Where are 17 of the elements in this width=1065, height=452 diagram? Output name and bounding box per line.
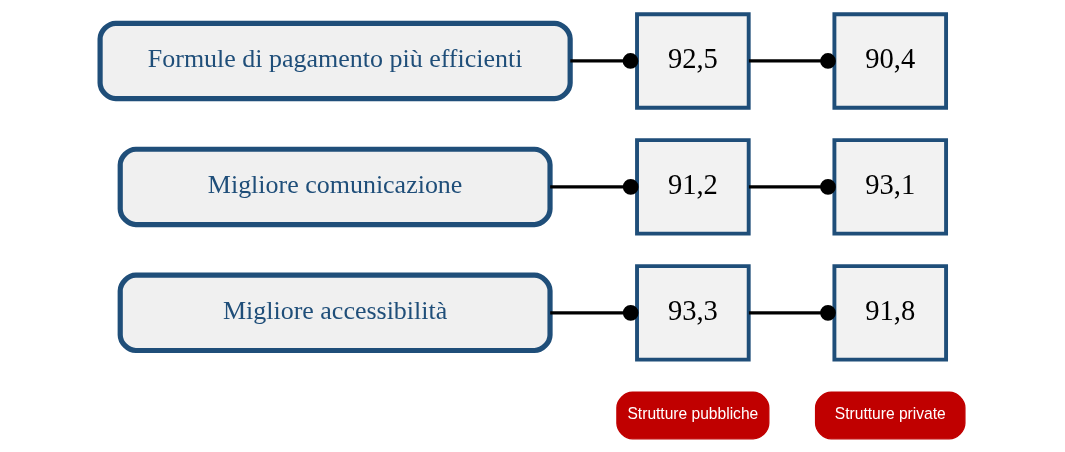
- connector: [550, 304, 639, 321]
- node-box: Formule di pagamento più efficienti: [97, 20, 573, 101]
- node-box: Migliore accessibilità: [117, 272, 553, 353]
- node-box: Strutture private: [814, 390, 966, 439]
- node-box: 93,3: [635, 263, 751, 362]
- connector: [748, 178, 836, 195]
- node-box: 90,4: [832, 11, 949, 110]
- node-box: Migliore comunicazione: [117, 146, 553, 227]
- connector: [748, 304, 836, 321]
- node-box: 92,5: [635, 11, 751, 110]
- node-box: Strutture pubbliche: [616, 390, 770, 439]
- node-box: 93,1: [832, 137, 949, 236]
- connector: [748, 52, 836, 69]
- connector: [550, 178, 639, 195]
- node-box: 91,2: [635, 137, 751, 236]
- node-box: 91,8: [832, 263, 949, 362]
- connector: [570, 52, 639, 69]
